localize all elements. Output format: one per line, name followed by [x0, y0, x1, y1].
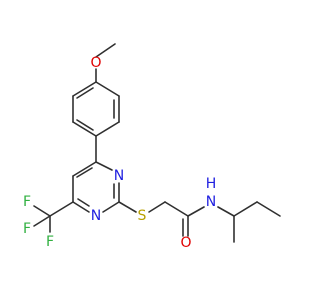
bond-pyr-c6-n1 [72, 201, 90, 213]
bond-n-ch [217, 206, 235, 217]
bond-ph-3 [95, 121, 120, 137]
molecule-canvas: O N N S N H O F F F [22, 43, 281, 251]
atom-oxygen-methoxy: O [90, 55, 101, 71]
atom-fluorine-3: F [23, 221, 31, 237]
atom-hydrogen-amide: H [206, 176, 217, 192]
bond-cf3-f1 [33, 205, 51, 217]
bond-pyr-n3-c4 [95, 161, 113, 171]
atom-fluorine-2: F [46, 234, 54, 250]
atom-nitrogen-amide: N [206, 194, 216, 210]
atom-oxygen-carbonyl: O [180, 235, 191, 251]
atom-nitrogen-bottom: N [91, 208, 101, 224]
bond-ph-6 [72, 81, 97, 97]
bond-pyr-c4-c5-inner [76, 167, 93, 178]
bond-ch2-carbonyl [164, 201, 189, 217]
bond-c2-s [118, 201, 137, 213]
bond-ch-ch2 [233, 201, 258, 217]
bond-ph-inner-c [76, 87, 94, 99]
atom-sulfur: S [138, 208, 147, 224]
bond-c6-cf3 [49, 201, 74, 217]
bond-pyr-n1-c2 [102, 201, 120, 213]
bond-ph-1 [95, 81, 120, 97]
atom-fluorine-1: F [23, 194, 31, 210]
bond-pyr-c6-n1-inner [77, 198, 90, 207]
bond-pyr-c4-c5 [72, 161, 97, 177]
bond-ph-inner-b [76, 119, 94, 131]
bond-ch2-ch3 [256, 201, 281, 217]
bond-carbonyl-n [187, 206, 205, 217]
bond-s-ch2 [148, 201, 166, 213]
bond-ph-4 [72, 121, 97, 137]
atom-nitrogen-top: N [114, 168, 124, 184]
bond-cf3-f3 [33, 215, 51, 227]
structure-drawing: O N N S N H O F F F [23, 43, 281, 251]
bond-methyl-o [95, 43, 116, 58]
